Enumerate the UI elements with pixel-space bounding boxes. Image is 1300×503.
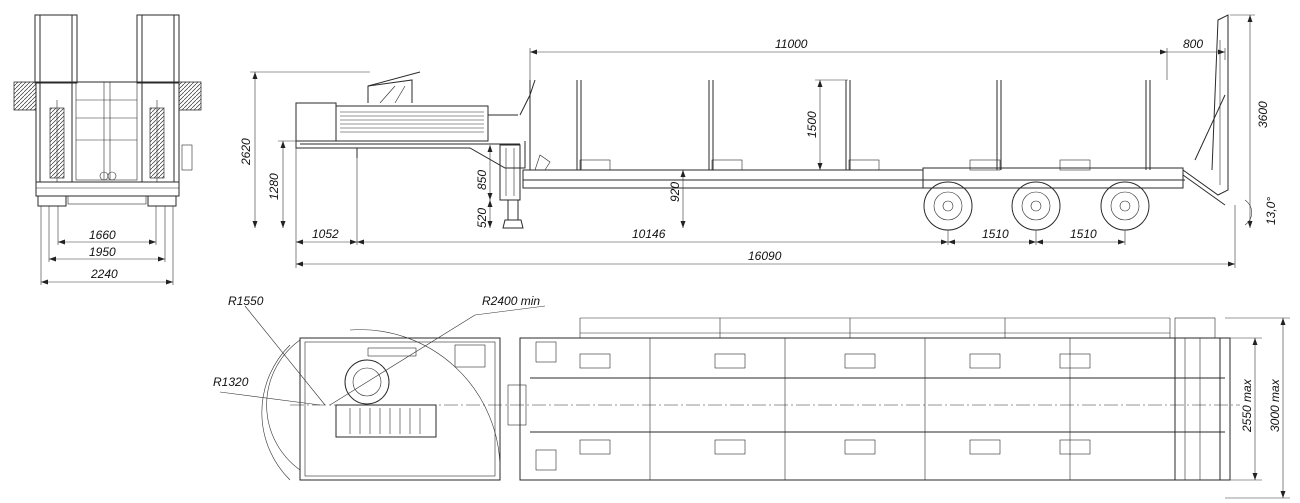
dim-gooseneck-height: 2620 xyxy=(239,138,253,166)
dim-axle-spacing-2: 1510 xyxy=(1070,227,1097,241)
dim-kingpin-to-axle: 10146 xyxy=(632,227,666,241)
dim-radius-1: R1550 xyxy=(228,294,264,308)
dim-axle-spacing-1: 1510 xyxy=(982,227,1009,241)
dim-stanchion-height: 1500 xyxy=(805,111,819,138)
dim-ramp-angle: 13,0° xyxy=(1264,197,1278,225)
front-dim-outer: 2240 xyxy=(90,267,118,281)
front-dim-middle: 1950 xyxy=(89,245,116,259)
wheel-3 xyxy=(1100,181,1150,231)
dim-frame-height: 850 xyxy=(475,170,489,190)
dim-ramp-length: 800 xyxy=(1183,37,1203,51)
front-dim-inner: 1660 xyxy=(89,228,116,242)
dim-radius-2: R1320 xyxy=(213,375,249,389)
dim-gooseneck-deck-height: 1280 xyxy=(267,173,281,200)
dim-turning-radius: R2400 min xyxy=(482,294,540,308)
dim-front-overhang: 1052 xyxy=(312,227,339,241)
front-view: 1660 1950 2240 xyxy=(13,14,202,285)
dim-leg-height: 520 xyxy=(475,208,489,228)
dim-deck-length: 11000 xyxy=(775,37,808,51)
dim-overall-length: 16090 xyxy=(748,249,782,263)
dim-total-height: 3600 xyxy=(1256,101,1270,128)
side-view: 11000 800 3600 2620 1280 850 520 920 150… xyxy=(239,14,1278,268)
dim-width: 2550 max xyxy=(1240,378,1254,433)
wheel-2 xyxy=(1011,181,1061,231)
top-view: R1550 R1320 R2400 min xyxy=(213,294,1290,499)
dim-width-extended: 3000 max xyxy=(1268,378,1282,432)
dim-deck-height: 920 xyxy=(668,182,682,202)
wheel-1 xyxy=(923,181,973,231)
